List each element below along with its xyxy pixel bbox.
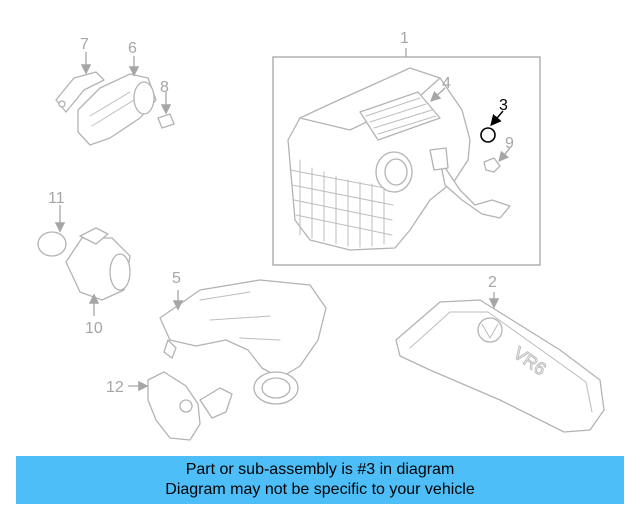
callout-4: 4 [442,75,451,92]
bracket-part-7 [55,52,105,113]
callout-5: 5 [172,270,181,287]
callout-11: 11 [48,190,65,207]
callout-12: 12 [106,379,124,396]
parts-diagram: VR6 1 2 3 4 5 6 7 8 9 10 11 12 [37,30,605,441]
callout-3[interactable]: 3 [499,97,508,114]
callout-9: 9 [505,135,514,152]
intake-duct-part-6 [77,56,157,146]
banner-line-2: Diagram may not be specific to your vehi… [165,481,475,498]
banner-line-1: Part or sub-assembly is #3 in diagram [185,461,455,478]
engine-cover-part-2: VR6 [395,292,605,433]
intake-hose-part-5 [159,279,327,405]
clip-part-9 [483,147,511,173]
air-cleaner-assembly [272,48,541,266]
o-ring-part-3[interactable] [480,110,504,143]
callout-6: 6 [128,40,137,57]
callout-2: 2 [488,274,497,291]
callout-7: 7 [80,36,89,53]
callout-8: 8 [160,79,169,96]
info-banner: Part or sub-assembly is #3 in diagram Di… [16,456,624,504]
breather-hose-part-12 [128,371,233,441]
callout-1: 1 [400,30,409,47]
seal-ring-part-11 [37,205,67,257]
grommet-part-8 [157,92,175,129]
callout-10: 10 [85,320,103,337]
maf-sensor-part-10 [65,227,131,316]
